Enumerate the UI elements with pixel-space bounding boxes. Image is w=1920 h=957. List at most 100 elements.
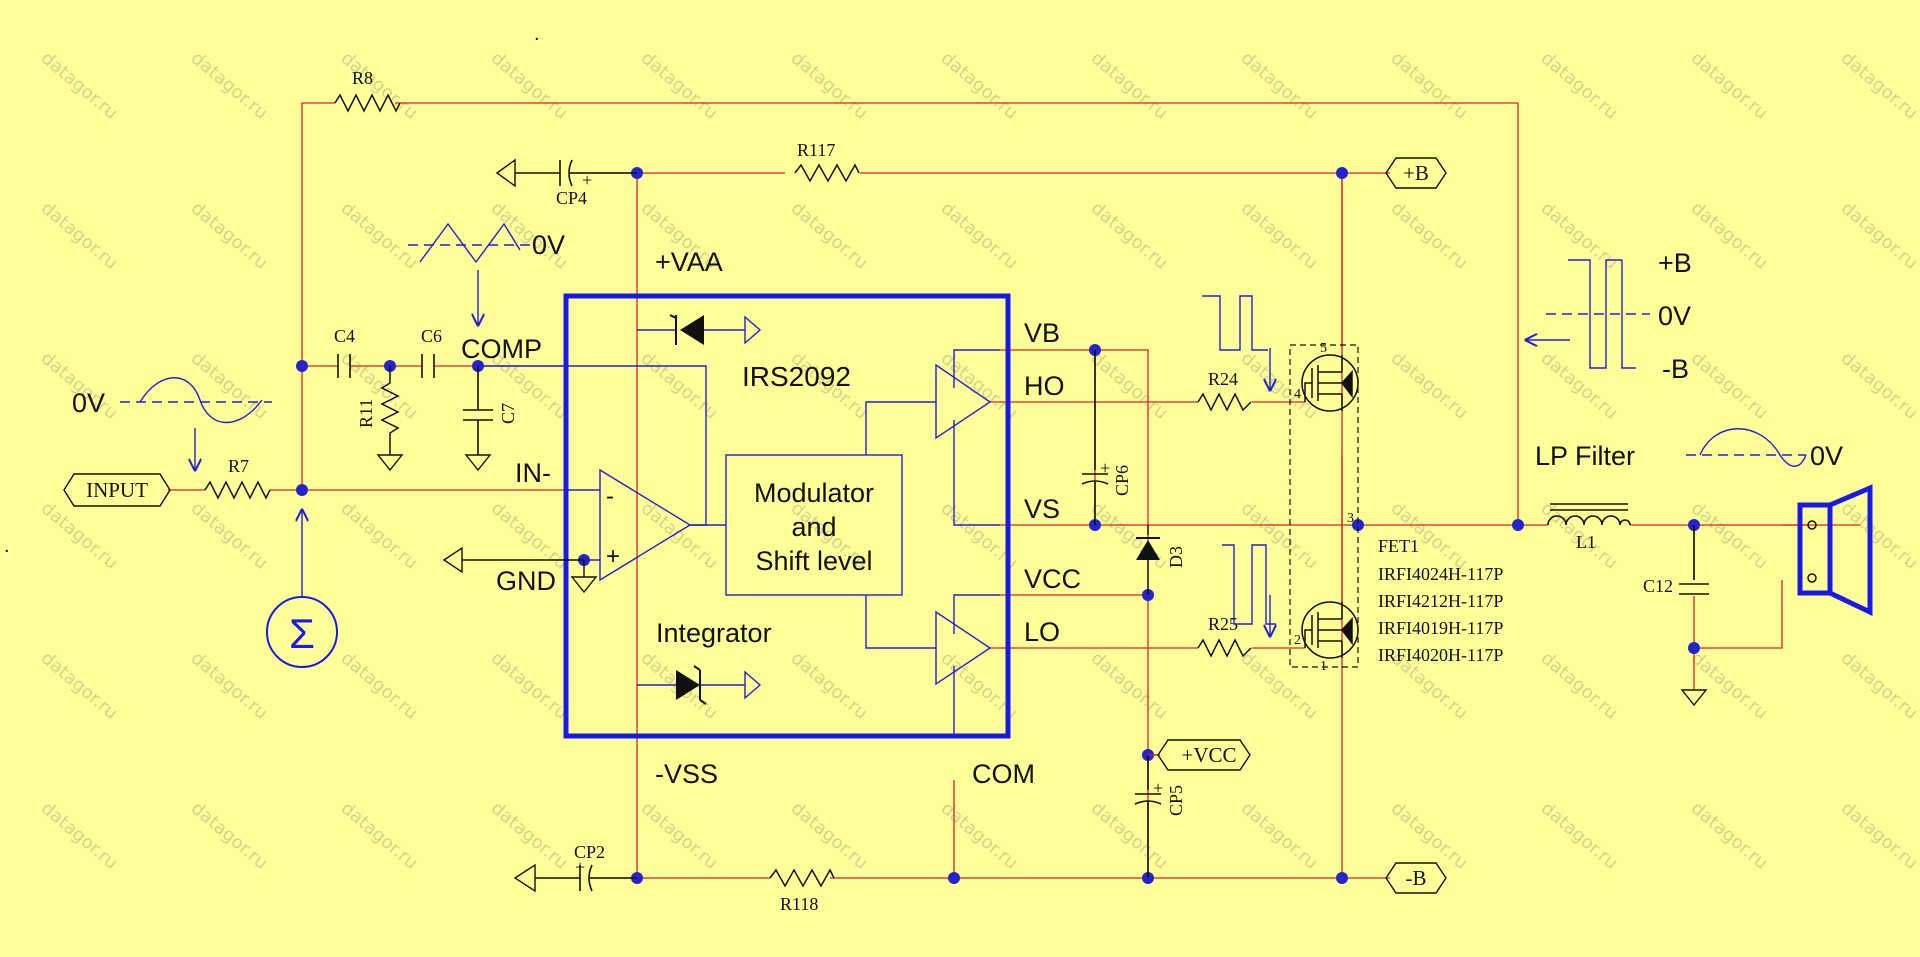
port-plus-b: +B [1385,157,1447,189]
stray-mark-left: . [4,535,10,557]
svg-text:+: + [582,170,592,190]
capacitors [337,159,1709,892]
triangle-ref-label: 0V [532,230,565,260]
watermark-text: datagor.ru [787,648,872,724]
modulator-line-1: Modulator [754,478,874,508]
svg-text:4: 4 [1294,387,1301,402]
capacitor-c12 [1679,525,1709,595]
resistor-r7 [204,480,271,500]
ic-name: IRS2092 [742,361,851,392]
watermark-text: datagor.ru [487,48,572,124]
label-cp4: CP4 [556,188,587,208]
pwm-bottom-label: -B [1662,354,1689,384]
watermark-text: datagor.ru [1687,198,1772,274]
watermark-text: datagor.ru [187,648,272,724]
port-plus-vcc: +VCC [1148,739,1251,771]
watermark-layer: datagor.ru datagor.ru datagor.ru datagor.ru… [37,48,1920,874]
watermark-text: datagor.ru [1837,48,1920,124]
watermark-text: datagor.ru [1237,798,1322,874]
fet-low-side [1301,601,1359,659]
watermark-text: datagor.ru [37,48,122,124]
label-c7: C7 [498,403,518,424]
watermark-text: datagor.ru [787,48,872,124]
filter-label: LP Filter [1535,441,1635,471]
label-r118: R118 [780,894,818,914]
watermark-text: datagor.ru [187,498,272,574]
pin-ho: HO [1024,371,1065,401]
stray-mark: . [534,23,540,45]
watermark-text: datagor.ru [1237,348,1322,424]
watermark-text: datagor.ru [187,48,272,124]
svg-text:2: 2 [1294,633,1301,648]
watermark-text: datagor.ru [1837,198,1920,274]
svg-text:+: + [1153,778,1163,798]
resistors [204,93,1252,888]
resistor-r8 [334,93,401,113]
pin-vb: VB [1024,318,1060,348]
watermark-text: datagor.ru [37,648,122,724]
fet-high-side [1301,354,1359,412]
watermark-text: datagor.ru [1087,348,1172,424]
label-c12: C12 [1643,576,1673,596]
watermark-text: datagor.ru [337,798,422,874]
watermark-text: datagor.ru [787,198,872,274]
label-r25: R25 [1208,614,1238,634]
label-r11: R11 [356,399,376,428]
capacitor-cp5 [1134,755,1162,878]
fet-model-3: IRFI4019H-117P [1378,618,1503,638]
watermark-text: datagor.ru [1687,798,1772,874]
watermark-text: datagor.ru [487,798,572,874]
capacitor-c4 [337,354,351,378]
watermark-text: datagor.ru [1387,348,1472,424]
watermark-text: datagor.ru [637,798,722,874]
resistor-r118 [769,868,835,888]
watermark-text: datagor.ru [37,198,122,274]
pin-in-minus: IN- [515,458,551,488]
watermark-text: datagor.ru [187,348,272,424]
watermark-text: datagor.ru [787,798,872,874]
fet-model-1: IRFI4024H-117P [1378,564,1503,584]
watermark-text: datagor.ru [1537,48,1622,124]
irs2092-chip: IRS2092 Modulator and Shift level - + In… [478,293,1011,739]
watermark-text: datagor.ru [1087,198,1172,274]
watermark-text: datagor.ru [337,48,422,124]
watermark-text: datagor.ru [1537,648,1622,724]
label-d3: D3 [1166,546,1186,568]
fet-pin-numbers: 5 4 3 2 1 [1294,341,1354,674]
modulator-line-2: and [791,512,836,542]
watermark-text: datagor.ru [1087,48,1172,124]
capacitor-cp2 [535,864,637,892]
watermark-text: datagor.ru [1837,348,1920,424]
fet-model-2: IRFI4212H-117P [1378,591,1503,611]
pin-vs: VS [1024,494,1060,524]
watermark-text: datagor.ru [1537,798,1622,874]
watermark-text: datagor.ru [1237,498,1322,574]
resistor-r24 [1197,392,1252,412]
watermark-text: datagor.ru [337,648,422,724]
label-l1: L1 [1576,532,1596,552]
pin-vss: -VSS [655,759,718,789]
svg-text:3: 3 [1347,511,1354,526]
pin-vcc: VCC [1024,564,1081,594]
svg-text:+B: +B [1403,161,1429,185]
capacitor-c7 [463,366,493,455]
watermark-text: datagor.ru [1087,498,1172,574]
resistor-r117 [794,163,860,183]
watermark-text: datagor.ru [937,198,1022,274]
fet-ref: FET1 [1378,536,1419,556]
watermark-text: datagor.ru [637,48,722,124]
wiring [168,102,1860,880]
watermark-text: datagor.ru [1237,648,1322,724]
triangle-waveform: 0V [408,222,565,325]
svg-text:-B: -B [1406,866,1427,890]
label-r24: R24 [1208,369,1238,389]
opamp-plus: + [606,543,620,570]
speaker-icon [1797,484,1873,616]
label-cp2: CP2 [574,842,605,862]
watermark-text: datagor.ru [187,798,272,874]
ground-symbols [442,158,1708,893]
watermark-text: datagor.ru [337,498,422,574]
inductor-l1 [1547,503,1631,526]
capacitor-c6 [421,354,435,378]
